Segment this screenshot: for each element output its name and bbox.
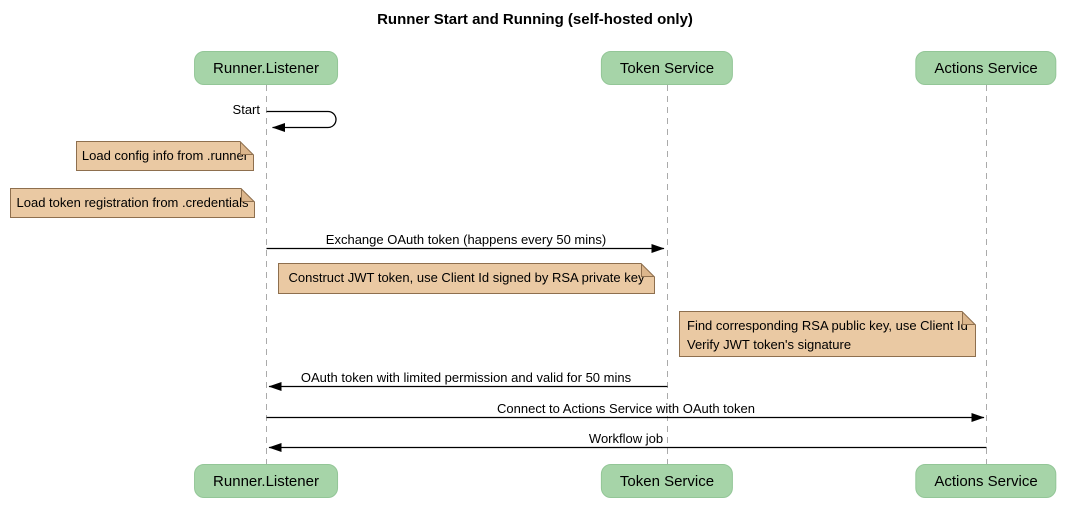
note-text: Load token registration from .credential… <box>16 195 249 210</box>
note-load-config: Load config info from .runner <box>76 141 254 171</box>
message-label-oauth-return: OAuth token with limited permission and … <box>296 370 636 385</box>
message-label-workflow-job: Workflow job <box>584 431 668 446</box>
note-construct-jwt: Construct JWT token, use Client Id signe… <box>278 263 655 294</box>
note-verify-jwt: Find corresponding RSA public key, use C… <box>679 311 976 357</box>
participant-runner-listener-bottom: Runner.Listener <box>194 464 338 498</box>
participant-actions-service-top: Actions Service <box>915 51 1057 85</box>
note-fold-icon <box>641 263 655 277</box>
note-load-credentials: Load token registration from .credential… <box>10 188 255 218</box>
diagram-title: Runner Start and Running (self-hosted on… <box>377 11 693 28</box>
note-text-line2: Verify JWT token's signature <box>687 337 852 352</box>
participant-token-service-top: Token Service <box>600 51 734 85</box>
message-arrow-start-self <box>266 110 337 132</box>
note-text: Load config info from .runner <box>81 148 249 163</box>
note-text: Construct JWT token, use Client Id signe… <box>288 270 645 285</box>
note-text-line1: Find corresponding RSA public key, use C… <box>687 318 968 333</box>
note-fold-icon <box>241 188 255 202</box>
message-label-exchange-token: Exchange OAuth token (happens every 50 m… <box>321 232 611 247</box>
note-fold-icon <box>962 311 976 325</box>
participant-token-service-bottom: Token Service <box>600 464 734 498</box>
note-fold-icon <box>240 141 254 155</box>
participant-runner-listener-top: Runner.Listener <box>194 51 338 85</box>
participant-actions-service-bottom: Actions Service <box>915 464 1057 498</box>
message-label-start: Start <box>232 102 260 117</box>
message-label-connect: Connect to Actions Service with OAuth to… <box>493 401 759 416</box>
